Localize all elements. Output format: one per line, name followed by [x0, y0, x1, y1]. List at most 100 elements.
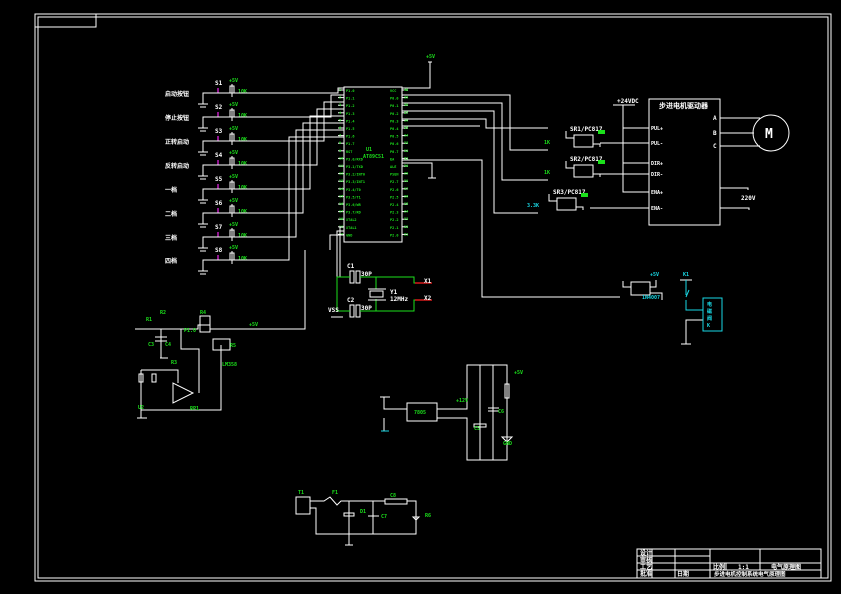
xtal2-label: X2: [424, 295, 432, 302]
mcu-right-pin-num: 28: [404, 179, 408, 183]
opto-resistor-value: 3.3K: [527, 203, 539, 209]
mcu-left-pin-name: P1.5: [346, 127, 354, 131]
regulator-label: 7805: [414, 410, 426, 416]
mcu-left-pin-num: 6: [339, 126, 341, 130]
y1-label: Y1: [390, 289, 398, 296]
mcu-right-pin-name: P2.1: [390, 226, 398, 230]
tb-date: 日期: [677, 570, 689, 578]
switch-signal-wire: [215, 122, 344, 214]
c2-plate-a: [349, 304, 355, 318]
switch-ref: S8: [215, 247, 223, 254]
regulator-label: +12V: [456, 398, 468, 404]
switch-ref: S3: [215, 128, 223, 135]
mcu-left-pin-num: 16: [339, 202, 343, 206]
motor-label: M: [765, 127, 773, 142]
mcu-left-pin-num: 12: [339, 172, 343, 176]
switch-ref: S4: [215, 152, 223, 159]
tb-scale: 1:1: [738, 564, 749, 571]
relay-diode: 1N4007: [642, 295, 660, 301]
switch-ref: S6: [215, 200, 223, 207]
resistor-value: 10K: [238, 113, 247, 119]
reg-in-wire: [383, 397, 407, 410]
mcu-left-pin-name: P1.1: [346, 97, 354, 101]
pullup-vcc: +5V: [229, 78, 238, 84]
driver-title: 步进电机驱动器: [659, 101, 709, 110]
mcu-left-pin-num: 1: [339, 88, 341, 92]
opto-emitter-wire: [593, 143, 601, 147]
driver-input-enap: ENA+: [651, 190, 663, 196]
switch-function-label: 四档: [165, 257, 177, 265]
mcu-right-pin-name: P2.4: [390, 203, 398, 207]
pullup-vcc: +5V: [229, 174, 238, 180]
mcu-right-pin-name: P0.0: [390, 97, 398, 101]
switch-function-label: 反转启动: [165, 162, 189, 170]
optocoupler-ref: SR1/PC817: [570, 126, 603, 133]
regulator-label: +5V: [514, 370, 523, 376]
switch-ground-wire: [202, 140, 215, 152]
mcu-body: [343, 86, 403, 243]
mcu-right-pin-name: P0.6: [390, 142, 398, 146]
mcu-right-pin-num: 33: [404, 141, 408, 145]
c5-plate: [473, 423, 487, 428]
output-bus: [402, 94, 620, 298]
switch-ref: S5: [215, 176, 223, 183]
switch-function-label: 停止按钮: [165, 114, 189, 122]
supply-label: T1: [298, 490, 304, 496]
mcu-left-pin-name: GND: [346, 233, 352, 237]
driver-outputs: ABC: [713, 115, 717, 150]
driver-supply: +24VDC: [617, 98, 639, 105]
mcu-right-pin-name: P0.2: [390, 112, 398, 116]
ac-wire-1: [720, 187, 749, 190]
mcu-right-pin-num: 40: [404, 88, 408, 92]
bus-wire-3: [402, 110, 538, 214]
motor-icon: [752, 114, 790, 152]
switch-ground-wire: [202, 188, 215, 200]
solenoid-label-char: 磁: [707, 308, 712, 315]
supply-label: D1: [360, 509, 366, 515]
resistor-value: 10K: [238, 89, 247, 95]
mcu-left-pin-name: P3.6/WR: [346, 203, 362, 207]
mcu-left-pin-name: P3.2/INT0: [346, 173, 365, 177]
pullup-vcc: +5V: [229, 102, 238, 108]
tb-review: 审核: [640, 556, 652, 564]
led-icon: [500, 436, 514, 443]
vcc-label: +5V: [426, 54, 435, 60]
solenoid-valve: [702, 297, 723, 332]
crystal-icon: [369, 290, 384, 298]
mcu-right-pin-num: 32: [404, 149, 408, 153]
mcu-left-pin-name: P3.1/TXD: [346, 165, 363, 169]
mcu-right-pin-num: 35: [404, 126, 408, 130]
driver-input-dirm: DIR-: [651, 172, 663, 178]
mcu-left-pin-name: P3.5/T1: [346, 195, 361, 199]
optocoupler-vcc-tag: [598, 160, 605, 164]
mcu-right-pin-name: PSEN: [390, 173, 398, 177]
optocoupler-body: [556, 197, 577, 211]
switch-function-label: 启动按钮: [165, 90, 189, 98]
mcu-right-pin-name: P0.5: [390, 135, 398, 139]
tb-design: 设计: [640, 549, 652, 557]
mcu-left-pin-num: 17: [339, 210, 343, 214]
switch-signal-wire: [215, 129, 344, 238]
tb-drawing-title: 步进电机控制系统电气原理图: [714, 570, 786, 578]
mcu-left-pin-num: 9: [339, 149, 341, 153]
pullup-vcc: +5V: [229, 222, 238, 228]
mcu-left-pin-num: 20: [339, 232, 343, 236]
mcu-left-pin-name: P3.3/INT1: [346, 180, 365, 184]
switch-function-label: 正转启动: [165, 138, 189, 146]
resistor-value: 10K: [238, 185, 247, 191]
mcu-left-pin-num: 5: [339, 118, 341, 122]
resistor-value: 10K: [238, 161, 247, 167]
mcu-ref: U1: [366, 147, 372, 153]
